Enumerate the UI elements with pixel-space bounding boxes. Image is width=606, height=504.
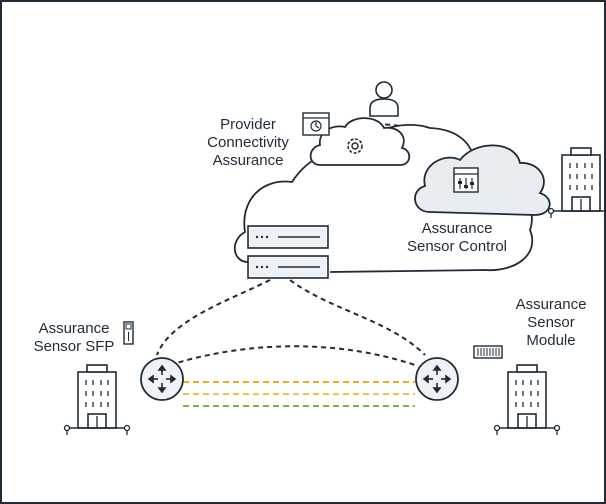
- dashboard-icon: [302, 112, 330, 136]
- label-line: Provider: [220, 116, 276, 133]
- label-line: Connectivity: [207, 134, 289, 151]
- sensor-module-icon: [473, 345, 503, 359]
- label-line: Sensor: [527, 314, 575, 331]
- pca-cloud: [309, 117, 411, 166]
- label-provider-connectivity-assurance: Provider Connectivity Assurance: [196, 116, 300, 170]
- user-icon: [369, 81, 399, 117]
- router-icon: [415, 357, 459, 401]
- label-assurance-sensor-sfp: Assurance Sensor SFP: [22, 320, 126, 356]
- building-icon: [493, 364, 561, 436]
- asc-cloud: [414, 144, 551, 216]
- label-line: Sensor Control: [406, 238, 508, 255]
- label-line: Assurance: [421, 220, 493, 237]
- label-assurance-sensor-module: Assurance Sensor Module: [505, 296, 597, 350]
- router-icon: [140, 357, 184, 401]
- building-icon: [547, 147, 606, 219]
- server-icon: [247, 225, 329, 279]
- label-line: Sensor SFP: [33, 338, 115, 355]
- label-line: Assurance: [212, 152, 284, 169]
- label-line: Assurance: [515, 296, 587, 313]
- sliders-icon: [453, 167, 479, 193]
- sfp-icon: [123, 321, 134, 345]
- label-line: Assurance: [38, 320, 110, 337]
- label-assurance-sensor-control: Assurance Sensor Control: [392, 220, 522, 256]
- building-icon: [63, 364, 131, 436]
- gear-icon: [347, 138, 363, 154]
- label-line: Module: [526, 332, 576, 349]
